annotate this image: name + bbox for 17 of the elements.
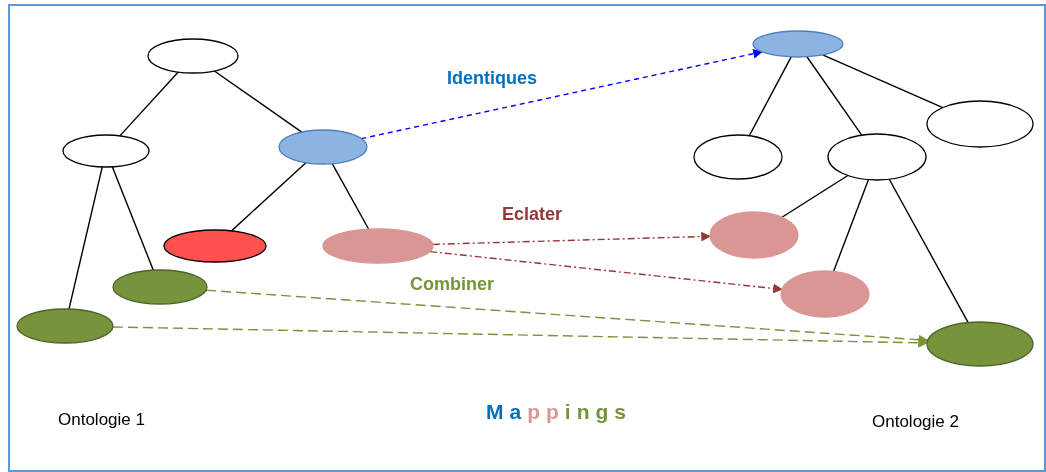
mapping-arrow: [205, 289, 929, 345]
connector-line: [230, 161, 307, 232]
connector-line: [331, 162, 370, 230]
connector-line: [888, 178, 969, 324]
connector-line: [213, 70, 303, 133]
ontology-label: Ontologie 1: [58, 410, 145, 430]
connector-line: [748, 56, 792, 137]
ontology-label: Ontologie 2: [872, 412, 959, 432]
connector-line: [781, 174, 849, 218]
connector-line: [111, 166, 154, 271]
connector-line: [822, 54, 944, 109]
connector-line: [806, 56, 863, 136]
edge-label: Identiques: [445, 68, 539, 89]
mapping-arrow: [360, 48, 763, 140]
connector-line: [832, 178, 870, 273]
connector-line: [68, 166, 103, 310]
connector-line: [119, 71, 179, 137]
